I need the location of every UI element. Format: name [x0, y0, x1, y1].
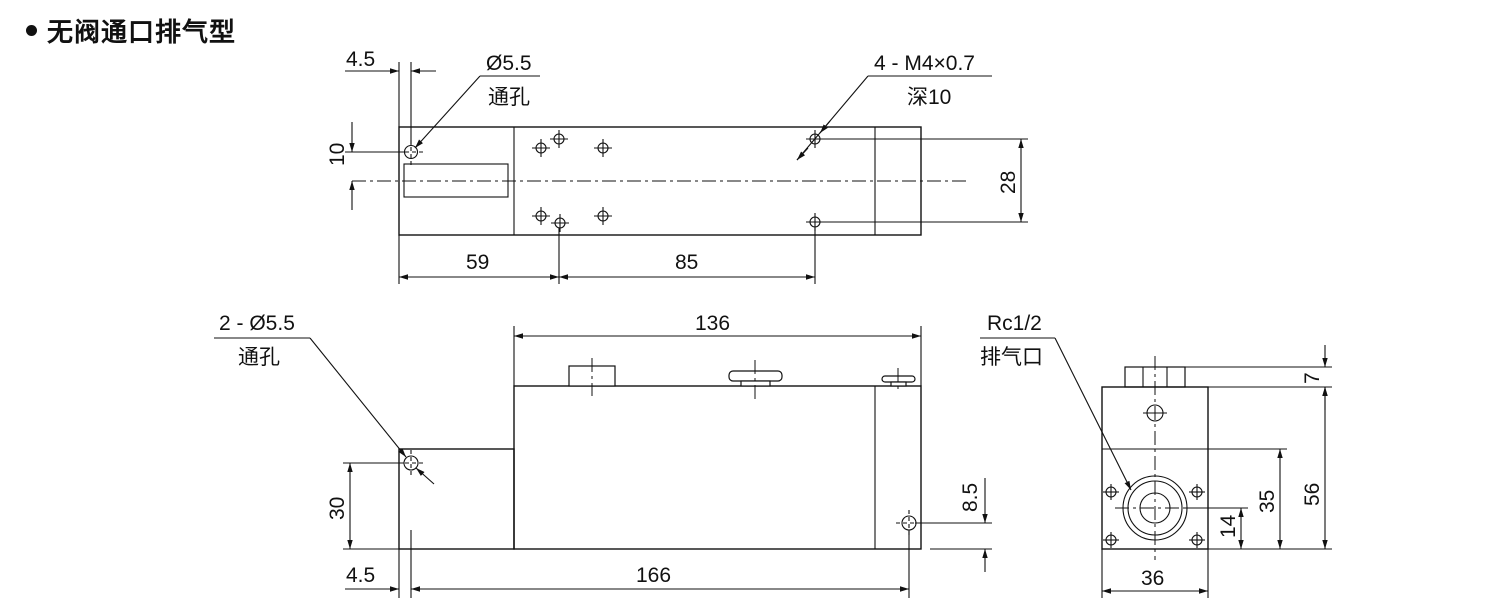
side-port-leader — [980, 337, 1132, 491]
side-upper-hole — [1143, 404, 1167, 422]
top-view: 4.5 Ø5.5 通孔 4 - M4×0.7 深10 10 — [326, 48, 1028, 284]
front-dim-length — [411, 530, 910, 598]
front-hole-size-label: 2 - Ø5.5 — [219, 312, 295, 335]
front-dim-top — [513, 326, 922, 386]
top-dim-bottom — [398, 228, 816, 284]
front-dim-height — [343, 462, 404, 550]
front-dim-right-hole-label: 8.5 — [959, 483, 982, 512]
front-hole-leader — [214, 337, 435, 485]
front-fitting-3-base — [890, 381, 907, 387]
side-port-spec-label: Rc1/2 — [987, 312, 1042, 335]
top-small-holes — [532, 130, 824, 232]
top-thread-spec-label: 4 - M4×0.7 — [874, 52, 975, 75]
top-thread-leader — [796, 75, 992, 161]
top-dim-offset — [345, 62, 436, 145]
top-hole-type-label: 通孔 — [488, 86, 530, 109]
top-hole-size-label: Ø5.5 — [486, 52, 532, 75]
side-dim-width — [1101, 549, 1209, 598]
section-title-row: 无阀通口排气型 — [26, 10, 236, 50]
front-dim-right-hole — [915, 478, 992, 572]
top-dim-left-label: 59 — [466, 251, 489, 274]
front-dim-top-label: 136 — [695, 312, 730, 335]
side-dim-cap-label: 7 — [1301, 372, 1324, 384]
side-dim-mid-label: 35 — [1256, 490, 1279, 513]
front-dim-length-label: 166 — [636, 564, 671, 587]
top-dim-height — [820, 138, 1028, 223]
top-dim-mid-label: 85 — [675, 251, 698, 274]
side-view: Rc1/2 排气口 7 56 35 14 — [980, 312, 1332, 598]
section-title: 无阀通口排气型 — [47, 17, 237, 48]
front-dim-offset-label: 4.5 — [346, 564, 375, 587]
top-hole-leader — [414, 75, 540, 149]
front-body — [513, 385, 922, 550]
top-dim-hole-height — [345, 122, 406, 210]
front-dim-height-label: 30 — [326, 497, 349, 520]
front-flange — [398, 448, 515, 550]
side-dim-low-label: 14 — [1217, 514, 1240, 538]
top-dim-hole-height-label: 10 — [326, 143, 349, 166]
side-dim-width-label: 36 — [1141, 567, 1164, 590]
side-port-type-label: 排气口 — [980, 346, 1043, 369]
side-corner-holes — [1103, 484, 1205, 548]
top-thread-depth-label: 深10 — [907, 86, 951, 109]
top-dim-offset-label: 4.5 — [346, 48, 375, 71]
top-dim-height-label: 28 — [997, 171, 1020, 194]
bullet-icon — [26, 24, 37, 36]
front-hole-type-label: 通孔 — [238, 346, 280, 369]
side-dim-total-label: 56 — [1301, 483, 1324, 506]
front-view: 136 2 - Ø5.5 通孔 30 4.5 16 — [214, 312, 992, 598]
